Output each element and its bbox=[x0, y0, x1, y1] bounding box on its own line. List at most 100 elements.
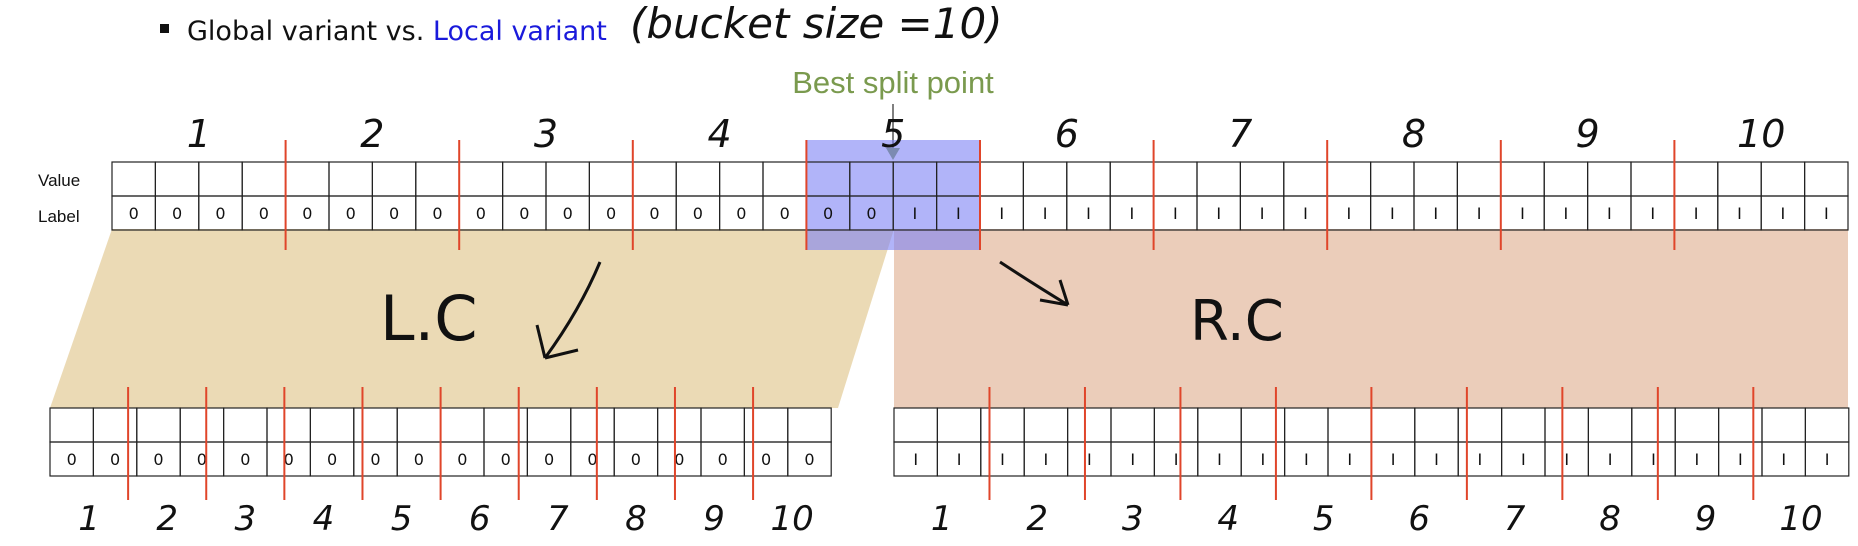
label-value: 0 bbox=[866, 204, 876, 223]
bucket-number: 6 bbox=[469, 499, 491, 539]
value-cell bbox=[285, 161, 330, 197]
value-cell bbox=[458, 161, 504, 197]
value-cell bbox=[154, 161, 200, 197]
value-cell bbox=[1326, 161, 1372, 197]
bucket-number: 8 bbox=[1599, 499, 1621, 539]
label-value: I bbox=[1781, 204, 1786, 223]
label-value: I bbox=[1608, 450, 1613, 469]
label-value: 0 bbox=[563, 204, 573, 223]
bucket-number: 3 bbox=[534, 112, 558, 156]
label-value: I bbox=[1825, 450, 1830, 469]
label-value: I bbox=[1044, 450, 1049, 469]
bucket-number: 1 bbox=[931, 499, 953, 539]
value-cell bbox=[440, 407, 485, 443]
bucket-number: 5 bbox=[881, 112, 905, 156]
label-value: 0 bbox=[302, 204, 312, 223]
value-cell bbox=[762, 161, 808, 197]
value-cell bbox=[1543, 161, 1589, 197]
label-value: I bbox=[1433, 204, 1438, 223]
label-value: 0 bbox=[215, 204, 225, 223]
value-cell bbox=[483, 407, 529, 443]
value-cell bbox=[1804, 407, 1850, 443]
bucket-size-annotation: (bucket size =10) bbox=[630, 0, 1003, 48]
label-cell bbox=[1803, 195, 1849, 231]
bucket-number: 4 bbox=[1217, 499, 1239, 539]
value-cell bbox=[632, 161, 677, 197]
value-cell bbox=[1413, 161, 1459, 197]
bucket-number: 1 bbox=[78, 499, 100, 539]
value-cell bbox=[743, 407, 789, 443]
value-cell bbox=[1022, 161, 1068, 197]
label-value: 0 bbox=[804, 450, 814, 469]
bucket-number: 4 bbox=[708, 112, 732, 156]
bucket-number: 10 bbox=[771, 499, 814, 539]
label-value: I bbox=[1391, 450, 1396, 469]
value-cell bbox=[1153, 407, 1199, 443]
value-cell bbox=[588, 161, 634, 197]
bucket-number: 2 bbox=[156, 499, 178, 539]
label-value: I bbox=[1390, 204, 1395, 223]
bullet-square-icon bbox=[160, 24, 169, 33]
label-value: I bbox=[1695, 450, 1700, 469]
label-cell bbox=[787, 441, 832, 477]
bucket-number: 3 bbox=[234, 499, 256, 539]
bucket-number: 8 bbox=[1402, 112, 1426, 156]
value-cell bbox=[49, 407, 95, 443]
value-cell bbox=[309, 407, 355, 443]
label-value: I bbox=[1737, 204, 1742, 223]
bucket-number: 4 bbox=[313, 499, 335, 539]
label-value: I bbox=[1217, 450, 1222, 469]
best-split-label: Best split point bbox=[792, 65, 994, 100]
label-value: I bbox=[1174, 450, 1179, 469]
value-cell bbox=[980, 407, 1025, 443]
value-cell bbox=[1327, 407, 1373, 443]
label-value: 0 bbox=[67, 450, 77, 469]
value-cell bbox=[396, 407, 442, 443]
left-child-region bbox=[50, 229, 894, 408]
value-cell bbox=[570, 407, 615, 443]
bucket-number: 5 bbox=[1313, 499, 1335, 539]
value-cell bbox=[1283, 407, 1329, 443]
value-cell bbox=[893, 407, 939, 443]
label-value: 0 bbox=[327, 450, 337, 469]
value-cell bbox=[1457, 407, 1503, 443]
label-value: 0 bbox=[153, 450, 163, 469]
value-cell bbox=[1066, 161, 1111, 197]
bucket-number: 10 bbox=[1779, 499, 1822, 539]
value-cell bbox=[179, 407, 225, 443]
value-cell bbox=[1500, 161, 1545, 197]
bucket-number: 8 bbox=[625, 499, 647, 539]
label-value: I bbox=[1261, 450, 1266, 469]
label-value: I bbox=[1650, 204, 1655, 223]
bucket-number: 2 bbox=[1026, 499, 1048, 539]
label-value: I bbox=[1520, 204, 1525, 223]
label-value: 0 bbox=[693, 204, 703, 223]
value-cell bbox=[613, 407, 659, 443]
label-value: I bbox=[1824, 204, 1829, 223]
label-value: I bbox=[1216, 204, 1221, 223]
bucket-number: 7 bbox=[547, 499, 569, 539]
label-value: I bbox=[1607, 204, 1612, 223]
value-cell bbox=[1544, 407, 1590, 443]
label-value: I bbox=[1651, 450, 1656, 469]
label-value: 0 bbox=[823, 204, 833, 223]
value-cell bbox=[1717, 161, 1762, 197]
right-child-name: R.C bbox=[1190, 289, 1284, 354]
value-cell bbox=[223, 407, 268, 443]
value-cell bbox=[1587, 407, 1633, 443]
value-cell bbox=[936, 407, 982, 443]
label-value: I bbox=[957, 450, 962, 469]
label-value: I bbox=[1260, 204, 1265, 223]
label-value: 0 bbox=[389, 204, 399, 223]
value-cell bbox=[1630, 161, 1676, 197]
bucket-number: 7 bbox=[1228, 112, 1252, 156]
label-value: I bbox=[1303, 204, 1308, 223]
label-value: I bbox=[1304, 450, 1309, 469]
label-value: I bbox=[1130, 204, 1135, 223]
right-child-region bbox=[894, 229, 1848, 408]
value-cell bbox=[1239, 161, 1285, 197]
label-value: 0 bbox=[172, 204, 182, 223]
label-value: 0 bbox=[370, 450, 380, 469]
